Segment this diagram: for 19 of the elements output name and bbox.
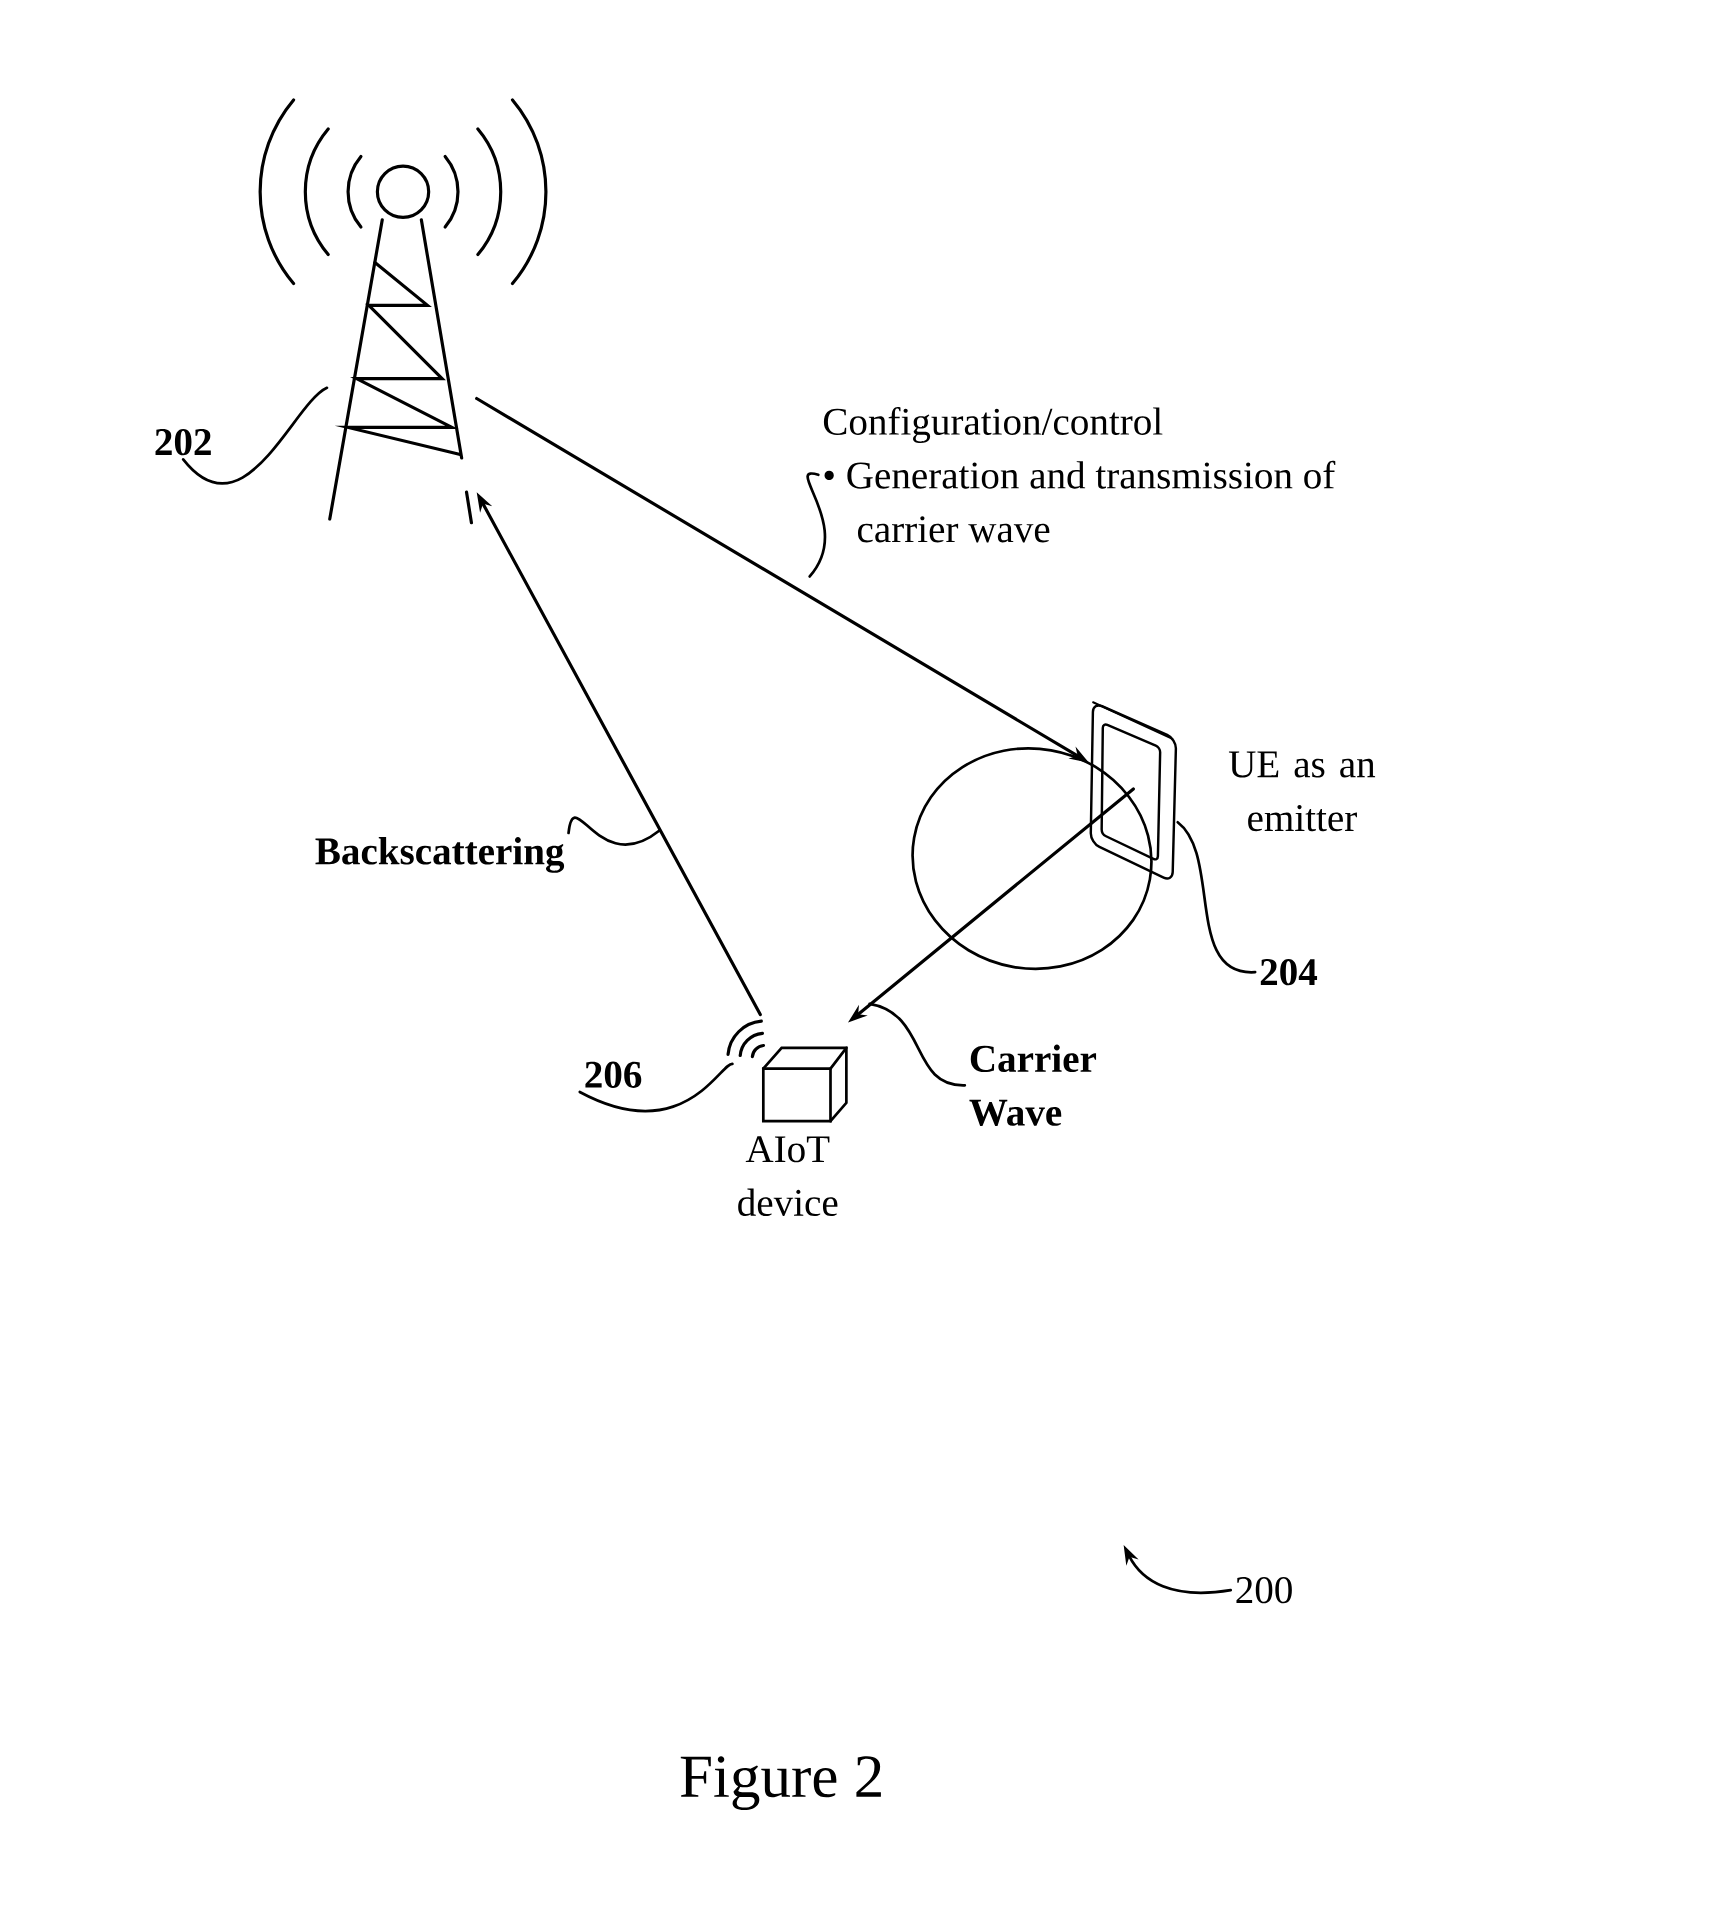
device-drawing	[726, 1019, 848, 1123]
edge-label: Carrier Wave	[969, 1044, 1097, 1127]
figure-caption: Figure 2	[680, 1756, 881, 1810]
leader-line	[1176, 820, 1257, 974]
annotation-text: Configuration/control • Generation and transmission of carrier wave	[823, 407, 1336, 543]
reference-numeral: 206	[585, 1061, 642, 1088]
phone-drawing	[911, 701, 1178, 970]
reference-numeral: 200	[1236, 1576, 1292, 1604]
reference-numeral: 204	[1260, 959, 1318, 986]
leader-line	[181, 386, 329, 485]
tower-drawing	[258, 98, 548, 525]
leader-line	[868, 1002, 967, 1087]
leader-line	[806, 472, 827, 578]
leader-line	[578, 1062, 734, 1113]
edge-label: Backscattering	[315, 837, 565, 873]
device-caption: UE as an emitter	[1229, 751, 1376, 832]
leader-line	[567, 816, 661, 846]
reference-numeral: 202	[155, 428, 211, 456]
device-caption: AIoT device	[738, 1136, 838, 1217]
